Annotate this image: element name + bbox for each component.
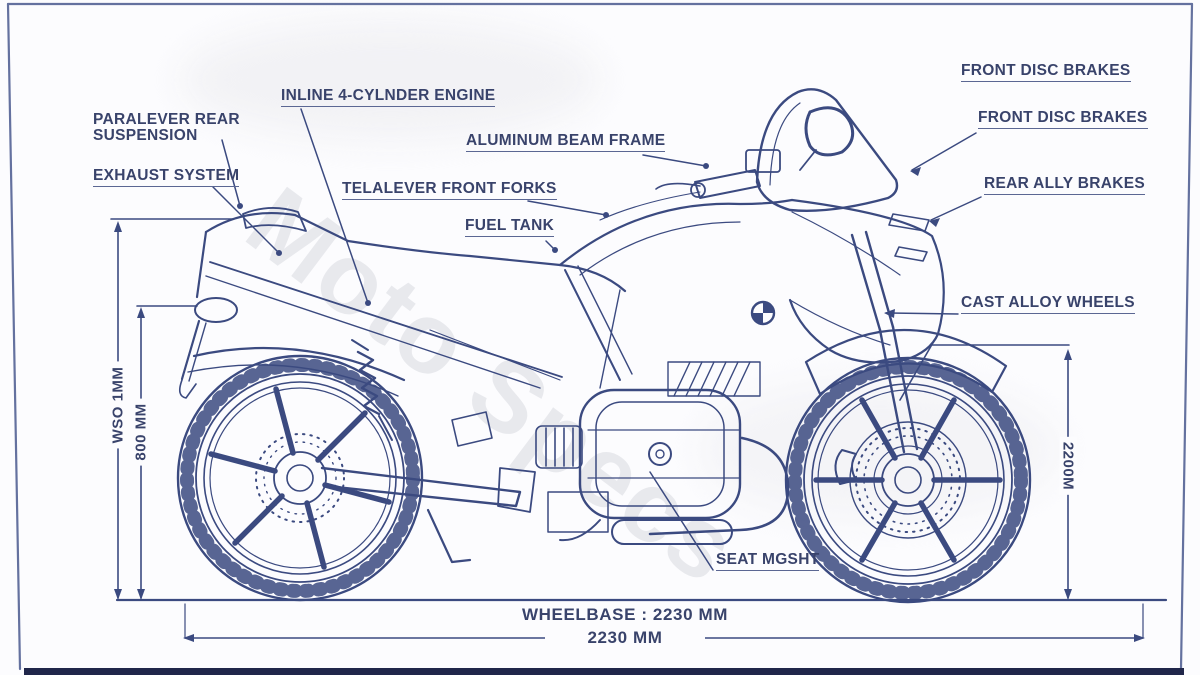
dimension-wheelbase: WHEELBASE : 2230 MM [522,605,728,624]
callout-paralever: PARALEVER REAR SUSPENSION [93,112,240,144]
fairing-nose [788,198,945,364]
fuel-tank-and-fairing [558,88,945,401]
callout-paralever-line1: PARALEVER REAR [93,111,240,128]
leader-dots [237,163,709,306]
handlebar [599,149,781,221]
rear-wheel [176,354,424,602]
callout-telelever: TELALEVER FRONT FORKS [342,181,557,200]
callout-exhaust: EXHAUST SYSTEM [93,168,240,187]
front-wheel [784,356,1032,604]
front-forks [850,230,919,454]
callout-rear-brakes: REAR ALLY BRAKES [984,176,1145,195]
main-frame [429,265,633,389]
callout-seat-height: SEAT MGSHT [716,552,820,571]
rear-fender [192,346,406,382]
callout-front-disc-2: FRONT DISC BRAKES [978,110,1148,129]
muffler [611,519,733,545]
swingarm [320,466,522,508]
bottom-bar [24,668,1184,675]
leader-lines [212,108,982,571]
front-wheel-spokes [813,397,1003,563]
blueprint-frame [6,2,1194,671]
fairing-vent [894,246,928,262]
callout-inline-engine: INLINE 4-CYLNDER ENGINE [281,88,496,107]
leader-arrowheads [884,167,940,318]
intake-ribs [535,425,583,469]
fairing-vent [888,213,930,232]
rear-suspension [320,339,536,564]
callout-front-disc-1: FRONT DISC BRAKES [961,63,1131,82]
dimension-left-inner: 800 MM [132,398,150,466]
engine [535,361,790,545]
taillight [194,297,238,323]
fuel-tank-outline [558,198,794,267]
dimension-left-outer: WSO 1MM [109,361,127,449]
callout-aluminum-frame: ALUMINUM BEAM FRAME [466,133,666,152]
dimension-arrowheads [114,221,1145,642]
cylinder-fins [667,361,761,397]
windscreen [755,88,899,212]
callout-fuel-tank: FUEL TANK [465,218,555,237]
callout-cast-wheels: CAST ALLOY WHEELS [961,295,1135,314]
front-fender [804,328,1008,396]
exhaust-header [648,436,790,536]
rear-wheel-spokes [208,386,392,570]
dimension-right-front: 2200M [1059,436,1077,496]
kickstand [426,508,472,564]
mirror [804,106,855,157]
shock-spring [356,350,381,416]
dimension-overall-length: 2230 MM [545,628,705,648]
bmw-roundel-icon [750,300,776,326]
callout-paralever-line2: SUSPENSION [93,127,198,144]
